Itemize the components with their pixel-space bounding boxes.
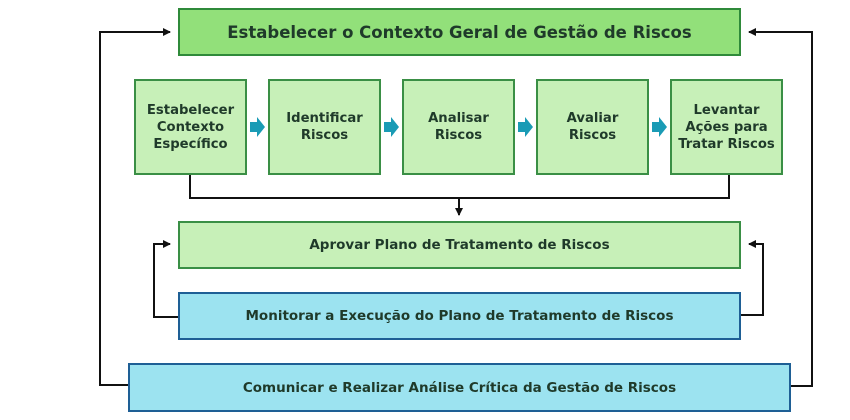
step-label-establish-context: Estabelecer Contexto Específico — [146, 102, 235, 152]
step-arrow-0 — [250, 117, 265, 137]
communicate-review-box: Comunicar e Realizar Análise Crítica da … — [128, 363, 791, 412]
context-general-label: Estabelecer o Contexto Geral de Gestão d… — [227, 22, 692, 42]
step-box-analyze-risks: Analisar Riscos — [402, 79, 515, 175]
step-arrow-1 — [384, 117, 399, 137]
step-label-evaluate-risks: Avaliar Riscos — [566, 111, 619, 143]
step-label-identify-risks: Identificar Riscos — [286, 111, 363, 143]
approve-plan-label: Aprovar Plano de Tratamento de Riscos — [309, 237, 610, 253]
step-box-treatment-actions: Levantar Ações para Tratar Riscos — [670, 79, 783, 175]
steps-merge-connector — [189, 175, 730, 199]
step-label-analyze-risks: Analisar Riscos — [428, 111, 489, 143]
step-box-evaluate-risks: Avaliar Riscos — [536, 79, 649, 175]
step-box-identify-risks: Identificar Riscos — [268, 79, 381, 175]
step-arrow-2 — [518, 117, 533, 137]
step-arrow-3 — [652, 117, 667, 137]
approve-plan-box: Aprovar Plano de Tratamento de Riscos — [178, 221, 741, 269]
monitor-left-feedback — [153, 240, 178, 318]
step-box-establish-context: Estabelecer Contexto Específico — [134, 79, 247, 175]
monitor-right-feedback — [741, 240, 764, 316]
monitor-execution-label: Monitorar a Execução do Plano de Tratame… — [245, 308, 674, 324]
monitor-execution-box: Monitorar a Execução do Plano de Tratame… — [178, 292, 741, 340]
step-label-treatment-actions: Levantar Ações para Tratar Riscos — [678, 102, 775, 152]
communicate-review-label: Comunicar e Realizar Análise Crítica da … — [242, 379, 677, 396]
context-general-box: Estabelecer o Contexto Geral de Gestão d… — [178, 8, 741, 56]
